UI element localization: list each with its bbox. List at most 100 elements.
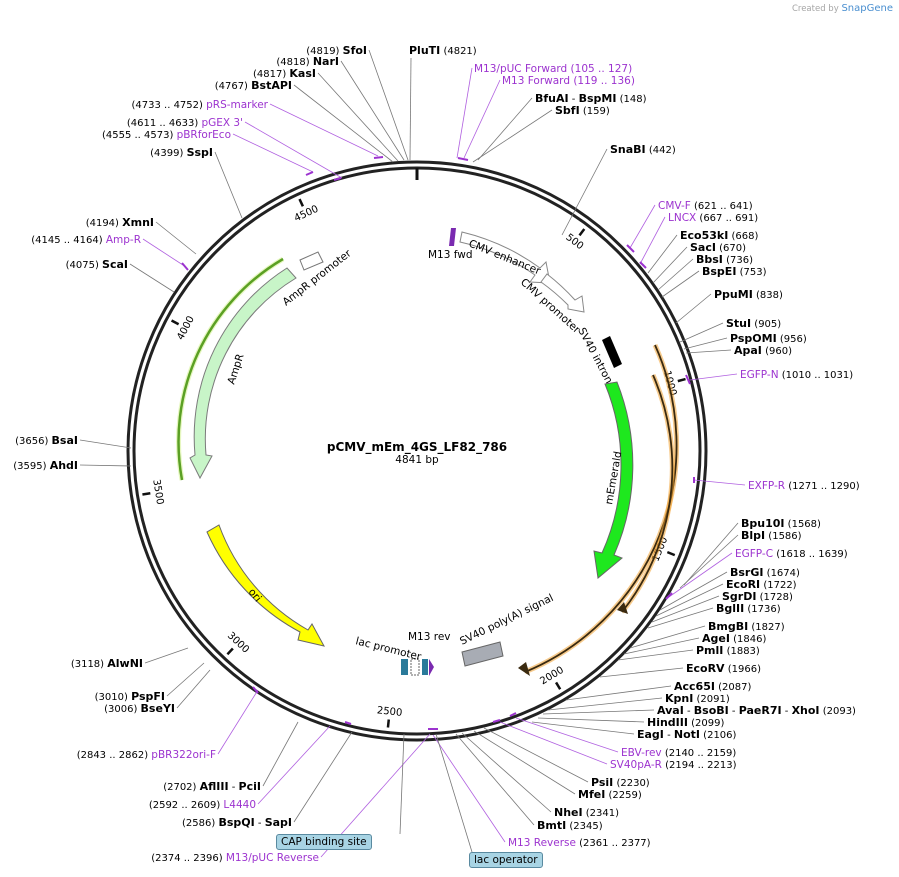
site-label-kpni: KpnI (2091) — [665, 692, 730, 705]
tick-mark — [170, 319, 180, 326]
site-label-pspfi: (3010) PspFI — [95, 690, 165, 703]
leader-line — [472, 109, 553, 163]
site-labels: BfuAI - BspMI (148)SbfI (159)SnaBI (442)… — [13, 44, 860, 864]
leader-line — [675, 293, 712, 324]
orange-arc-outer-core — [524, 344, 678, 673]
tick-label: 3500 — [150, 479, 165, 506]
ori-arrow — [206, 524, 325, 647]
leader-line — [166, 662, 205, 697]
leader-line — [293, 84, 394, 163]
site-label-exfp-r: EXFP-R (1271 .. 1290) — [748, 480, 860, 492]
leader-line — [599, 667, 684, 678]
site-label-kasi: (4817) KasI — [253, 67, 316, 80]
leader-line — [79, 464, 132, 467]
tick-label: 2000 — [538, 665, 565, 688]
leader-line — [432, 734, 506, 843]
site-label-saci: SacI (670) — [690, 241, 746, 254]
leader-line — [655, 583, 724, 617]
site-label-blpi: BlpI (1586) — [741, 529, 802, 542]
leader-line — [456, 67, 473, 159]
cap-leader — [399, 733, 405, 835]
leader-line — [561, 148, 608, 236]
leader-line — [129, 263, 175, 293]
site-label-agei: AgeI (1846) — [702, 632, 766, 645]
site-label-scai: (4075) ScaI — [66, 258, 128, 271]
sv40-polya-block — [461, 641, 504, 667]
orange-arc-inner-core — [621, 374, 674, 613]
leader-line — [455, 733, 535, 826]
leader-line — [547, 697, 663, 711]
site-label-pmli: PmlI (1883) — [696, 644, 760, 657]
tick-mark — [578, 228, 586, 237]
leader-line — [269, 103, 379, 157]
leader-line — [652, 246, 688, 284]
leader-line — [461, 732, 552, 813]
site-label-l4440: (2592 .. 2609) L4440 — [149, 799, 256, 811]
site-label-avai: AvaI - BsoBI - PaeR7I - XhoI (2093) — [657, 704, 856, 717]
site-label-bsai: (3656) BsaI — [15, 434, 78, 447]
site-label-amp-r: (4145 .. 4164) Amp-R — [31, 234, 141, 246]
label-sv40-polya: SV40 poly(A) signal — [458, 592, 555, 648]
leader-line — [693, 479, 746, 486]
leader-line — [685, 349, 732, 354]
leader-line — [679, 322, 724, 343]
site-label-eco53ki: Eco53kI (668) — [680, 229, 758, 242]
tick-label: 500 — [563, 232, 585, 252]
lac-block-teal2 — [422, 659, 428, 675]
label-cmv-enhancer: CMV enhancer — [467, 238, 543, 278]
site-label-stui: StuI (905) — [726, 317, 781, 330]
leader-line — [144, 647, 189, 664]
site-label-m13-puc-forward: M13/pUC Forward (105 .. 127) — [474, 63, 632, 75]
leader-line — [293, 731, 353, 823]
site-label-pbrforeco: (4555 .. 4573) pBRforEco — [102, 129, 231, 141]
leader-line — [214, 151, 243, 219]
lac-block-white — [410, 658, 420, 676]
leader-line — [659, 571, 728, 611]
site-label-afliii: (2702) AflIII - PciI — [163, 780, 261, 793]
m13-rev-mark — [429, 659, 434, 676]
site-label-pluti: PluTI (4821) — [409, 44, 477, 57]
tick-mark — [142, 492, 151, 496]
amp-primer-glow — [176, 256, 285, 481]
site-label-bmgbi: BmgBI (1827) — [708, 620, 785, 633]
site-label-bseyi: (3006) BseYI — [104, 702, 175, 715]
tick-label: 4000 — [175, 314, 197, 342]
tick-mark — [386, 719, 391, 728]
cmv-promoter-arrow — [540, 273, 585, 313]
ampr-promoter-arrow — [299, 251, 324, 271]
leader-line — [683, 337, 728, 350]
site-label-ahdi: (3595) AhdI — [13, 459, 78, 472]
leader-line — [155, 221, 197, 255]
orange-arrowhead-1 — [518, 662, 530, 676]
site-label-egfp-n: EGFP-N (1010 .. 1031) — [740, 369, 853, 381]
leader-line — [689, 373, 738, 381]
site-label-sfoi: (4819) SfoI — [306, 44, 367, 57]
amp-primer-arc — [177, 257, 284, 481]
label-ampr: AmpR — [225, 352, 246, 386]
leader-line — [623, 637, 700, 655]
site-label-bbsi: BbsI (736) — [696, 253, 753, 266]
leader-line — [340, 60, 405, 161]
site-label-bmti: BmtI (2345) — [537, 819, 603, 832]
site-label-m13-reverse: M13 Reverse (2361 .. 2377) — [508, 837, 651, 849]
lac-block-teal — [401, 659, 408, 675]
site-label-apai: ApaI (960) — [734, 344, 792, 357]
site-label-bfuai: BfuAI - BspMI (148) — [535, 92, 647, 105]
leader-line — [409, 57, 412, 161]
leader-line — [657, 258, 694, 291]
site-label-hindiii: HindIII (2099) — [647, 716, 724, 729]
leader-line — [661, 270, 700, 298]
site-label-nhei: NheI (2341) — [554, 806, 619, 819]
leader-line — [217, 689, 259, 755]
leader-line — [368, 49, 409, 161]
leader-line — [565, 685, 672, 701]
site-label-sv40pa-r: SV40pA-R (2194 .. 2213) — [610, 759, 737, 771]
leader-line — [176, 669, 211, 709]
site-label-nari: (4818) NarI — [276, 55, 339, 68]
leader-line — [232, 133, 314, 173]
leader-line — [542, 709, 655, 715]
leader-line — [639, 216, 666, 265]
tick-label: 4500 — [293, 204, 321, 225]
leader-line — [142, 238, 187, 268]
leader-line — [515, 717, 619, 753]
